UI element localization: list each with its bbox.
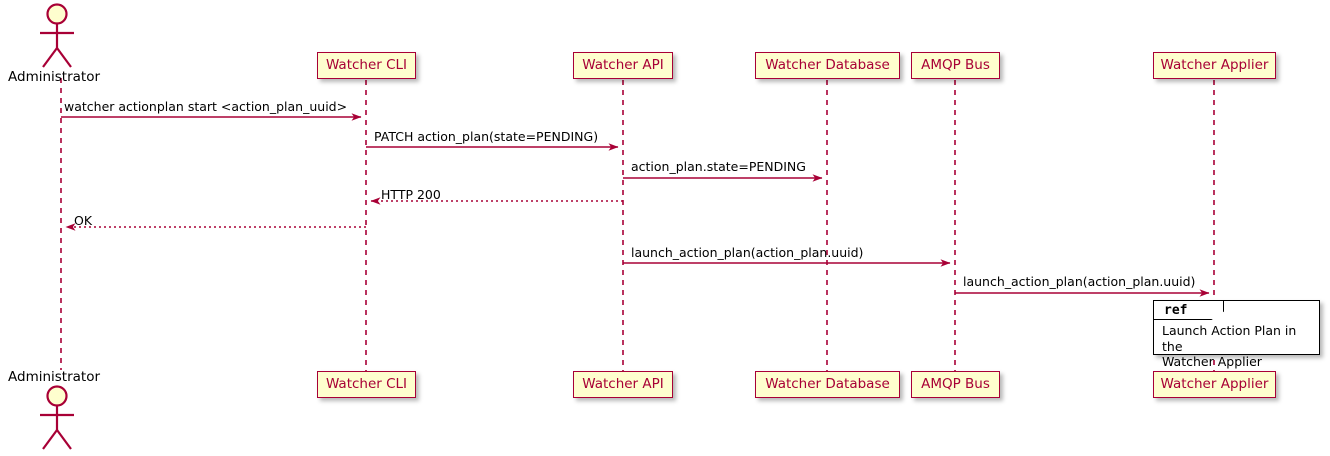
participant-watcher-cli-top[interactable]: Watcher CLI xyxy=(317,52,416,79)
participant-label: Watcher CLI xyxy=(325,56,408,73)
participant-label: AMQP Bus xyxy=(921,56,990,73)
participant-label: Watcher Applier xyxy=(1160,56,1269,73)
actor-label-administrator-top: Administrator xyxy=(8,69,101,85)
participant-label: Watcher API xyxy=(582,375,664,392)
actor-label-administrator-bottom: Administrator xyxy=(8,369,101,385)
participant-watcher-api-top[interactable]: Watcher API xyxy=(573,52,673,79)
participant-amqp-bus-top[interactable]: AMQP Bus xyxy=(911,52,1000,79)
ref-tag-label: ref xyxy=(1164,302,1188,318)
actor-administrator-top xyxy=(40,3,74,68)
participant-label: AMQP Bus xyxy=(921,375,990,392)
actor-name: Administrator xyxy=(8,369,101,385)
ref-fragment: ref Launch Action Plan in the Watcher Ap… xyxy=(1153,300,1320,369)
message-label-msg-5: OK xyxy=(74,213,93,228)
message-label-msg-1: watcher actionplan start <action_plan_uu… xyxy=(64,99,348,114)
participant-watcher-applier-bottom[interactable]: Watcher Applier xyxy=(1153,371,1276,398)
participant-watcher-cli-bottom[interactable]: Watcher CLI xyxy=(317,371,416,398)
participant-label: Watcher CLI xyxy=(325,375,408,392)
participant-watcher-database-bottom[interactable]: Watcher Database xyxy=(755,371,900,398)
participant-label: Watcher Database xyxy=(765,375,890,392)
message-label-msg-7: launch_action_plan(action_plan.uuid) xyxy=(963,274,1196,289)
message-label-msg-4: HTTP 200 xyxy=(381,187,441,202)
participant-watcher-database-top[interactable]: Watcher Database xyxy=(755,52,900,79)
message-label-msg-3: action_plan.state=PENDING xyxy=(631,159,806,174)
participant-label: Watcher API xyxy=(582,56,664,73)
actor-name: Administrator xyxy=(8,69,101,85)
participant-watcher-applier-top[interactable]: Watcher Applier xyxy=(1153,52,1276,79)
participant-label: Watcher Applier xyxy=(1160,375,1269,392)
participant-watcher-api-bottom[interactable]: Watcher API xyxy=(573,371,673,398)
participant-amqp-bus-bottom[interactable]: AMQP Bus xyxy=(911,371,1000,398)
message-label-msg-2: PATCH action_plan(state=PENDING) xyxy=(374,129,599,144)
ref-fragment-line-2: Watcher Applier xyxy=(1162,354,1262,370)
ref-fragment-tag: ref xyxy=(1154,301,1224,320)
message-label-msg-6: launch_action_plan(action_plan.uuid) xyxy=(631,245,864,260)
actor-administrator-bottom xyxy=(40,385,74,450)
participant-label: Watcher Database xyxy=(765,56,890,73)
ref-fragment-text: Launch Action Plan in the Watcher Applie… xyxy=(1162,323,1315,370)
ref-fragment-line-1: Launch Action Plan in the xyxy=(1162,323,1297,354)
